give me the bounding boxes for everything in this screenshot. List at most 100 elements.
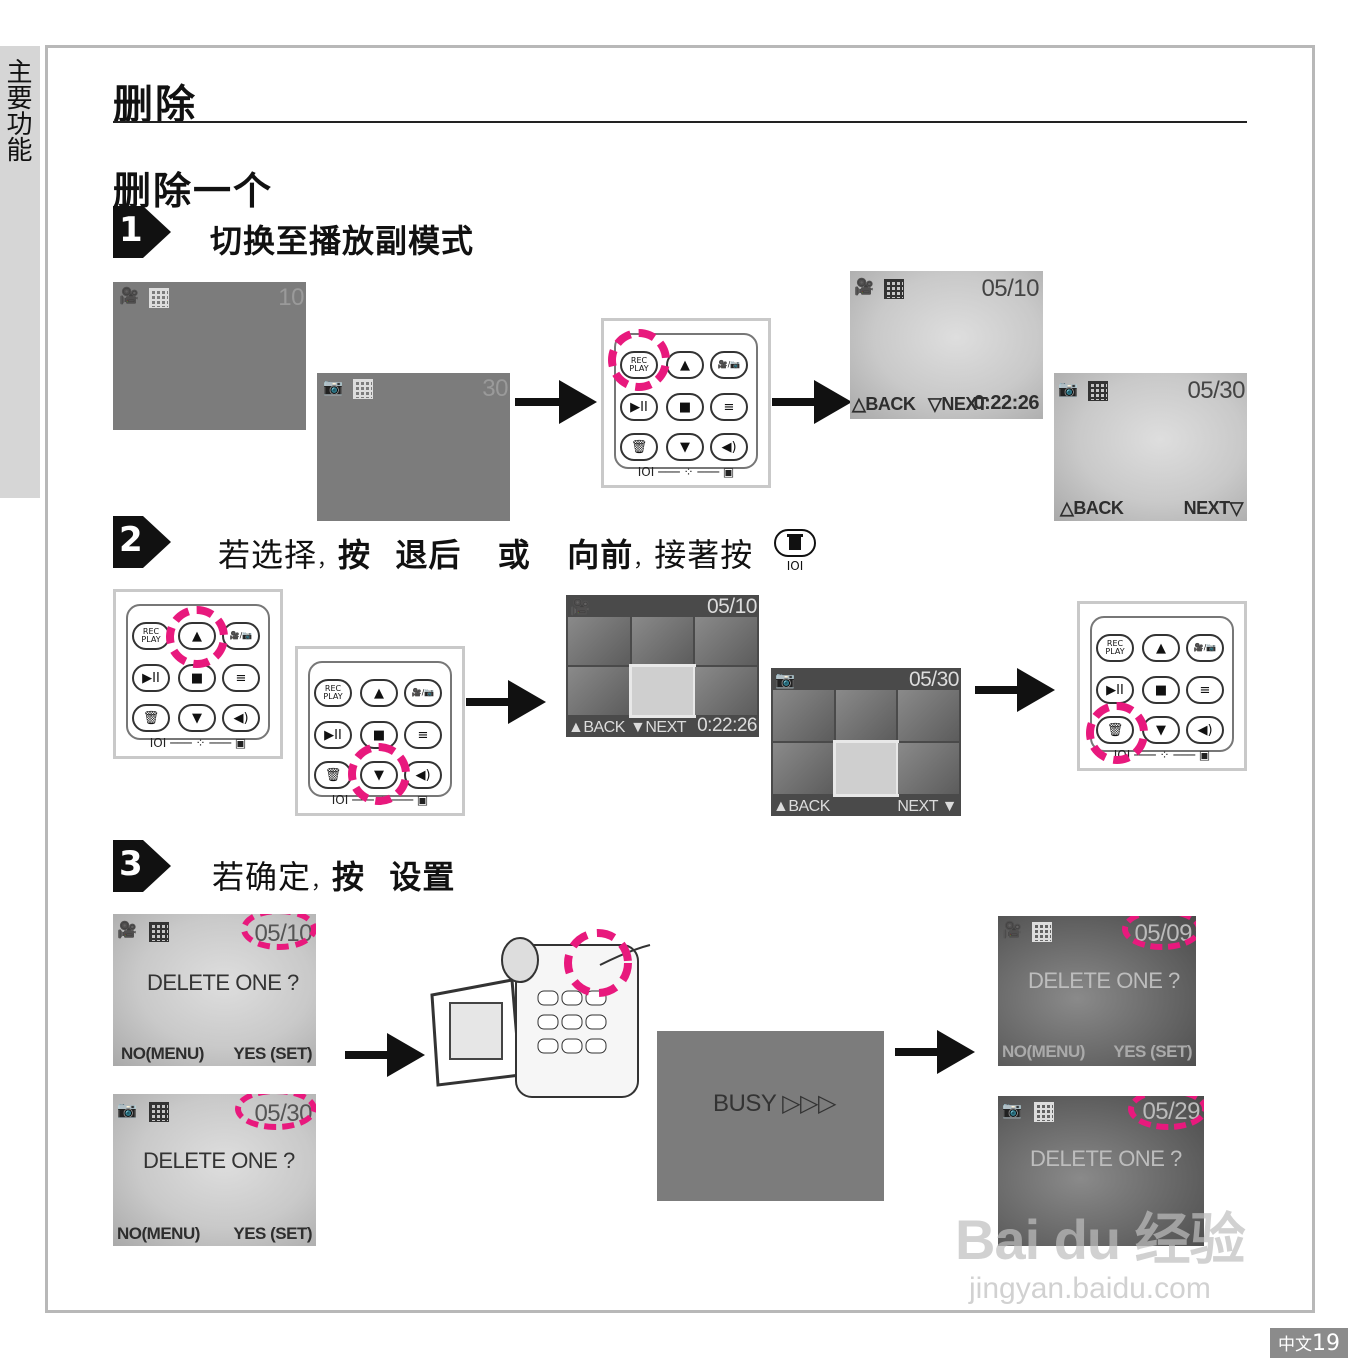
grid-icon: [149, 922, 169, 942]
play-pause-button[interactable]: ▶II: [1096, 676, 1134, 704]
next-label: NEXT▽: [1183, 498, 1244, 518]
menu-button[interactable]: ≡: [404, 721, 442, 749]
menu-button[interactable]: ≡: [1186, 676, 1224, 704]
photo-camera-icon: 📷: [117, 1100, 137, 1119]
trash-icon: 🗑: [630, 439, 648, 455]
thumbnail-grid: [568, 617, 757, 718]
thumbnail-selected[interactable]: [628, 664, 697, 718]
panel-footer: IOI ─── ⁘ ─── ▣: [637, 465, 735, 479]
arrow-right-icon: [466, 680, 546, 724]
back-label: ▲BACK: [568, 719, 625, 736]
side-tab-label: 主要功能: [2, 58, 32, 162]
delete-prompt: DELETE ONE ?: [147, 970, 299, 995]
volume-button[interactable]: ◀): [710, 433, 748, 461]
delete-prompt: DELETE ONE ?: [143, 1148, 295, 1173]
volume-button[interactable]: ◀): [222, 704, 260, 732]
video-camera-icon: 🎥: [119, 286, 139, 305]
thumbnail[interactable]: [695, 667, 757, 715]
photo-count-screen: 📷 30: [317, 373, 510, 521]
arrow-right-icon: [515, 380, 597, 424]
yes-set-option[interactable]: YES (SET): [233, 1224, 312, 1243]
trash-icon: 🗑: [142, 710, 160, 726]
highlight-ring: [166, 606, 228, 668]
trash-button[interactable]: 🗑: [132, 704, 170, 732]
thumbnail[interactable]: [631, 617, 694, 665]
highlight-ring: [1122, 916, 1196, 950]
no-menu-option[interactable]: NO(MENU): [121, 1044, 204, 1063]
grid-icon: [884, 279, 904, 299]
thumbnail[interactable]: [773, 690, 834, 741]
photo-delete-confirm-screen: 📷 05/30 DELETE ONE ? NO(MENU) YES (SET): [113, 1094, 316, 1246]
mode-button[interactable]: 🎥/📷: [222, 622, 260, 650]
video-camera-icon: 🎥: [854, 277, 874, 296]
yes-set-option[interactable]: YES (SET): [233, 1044, 312, 1063]
menu-button[interactable]: ≡: [710, 393, 748, 421]
thumbnail[interactable]: [695, 617, 757, 665]
step-2-badge: 2: [113, 516, 171, 568]
grid-icon: [149, 288, 169, 308]
thumbnail[interactable]: [898, 690, 959, 741]
thumbnail[interactable]: [835, 690, 897, 741]
mode-button[interactable]: 🎥/📷: [710, 351, 748, 379]
yes-set-option[interactable]: YES (SET): [1113, 1042, 1192, 1061]
up-button[interactable]: ▲: [360, 679, 398, 707]
thumbnail[interactable]: [568, 617, 630, 665]
busy-screen: BUSY ▷▷▷: [657, 1031, 884, 1201]
thumbnail-selected[interactable]: [832, 740, 900, 797]
next-label: ▽NEXT: [928, 394, 988, 414]
no-menu-option[interactable]: NO(MENU): [117, 1224, 200, 1243]
arrow-right-icon: [345, 1033, 425, 1077]
step-1-text: 切换至播放副模式: [210, 222, 475, 260]
up-button[interactable]: ▲: [666, 351, 704, 379]
trash-button[interactable]: 🗑: [314, 761, 352, 789]
no-menu-option[interactable]: NO(MENU): [1002, 1042, 1085, 1061]
photo-camera-icon: 📷: [1002, 1100, 1022, 1119]
menu-button[interactable]: ≡: [222, 664, 260, 692]
back-label: △BACK: [852, 394, 916, 414]
grid-icon: [1088, 381, 1108, 401]
step-2-text: 若选择，按 退后 或 向前，接著按: [218, 536, 754, 574]
volume-button[interactable]: ◀): [1186, 716, 1224, 744]
photo-camera-icon: 📷: [775, 670, 795, 689]
up-button[interactable]: ▲: [1142, 634, 1180, 662]
thumbnail[interactable]: [568, 667, 630, 715]
stop-button[interactable]: ■: [1142, 676, 1180, 704]
play-pause-button[interactable]: ▶II: [620, 393, 658, 421]
thumbnail[interactable]: [773, 743, 834, 794]
baidu-watermark: Bai du 经验 jingyan.baidu.com: [955, 1208, 1246, 1305]
mode-button[interactable]: 🎥/📷: [404, 679, 442, 707]
stop-button[interactable]: ■: [178, 664, 216, 692]
step-3-badge: 3: [113, 840, 171, 892]
grid-icon: [1032, 922, 1052, 942]
stop-button[interactable]: ■: [666, 393, 704, 421]
mode-button[interactable]: 🎥/📷: [1186, 634, 1224, 662]
video-playback-count: 05/10: [981, 275, 1039, 302]
arrow-right-icon: [895, 1030, 975, 1074]
play-pause-button[interactable]: ▶II: [314, 721, 352, 749]
down-button[interactable]: ▼: [666, 433, 704, 461]
down-button[interactable]: ▼: [178, 704, 216, 732]
photo-playback-screen: 📷 05/30 △BACK NEXT▽: [1054, 373, 1247, 521]
highlight-ring: [235, 1094, 316, 1130]
time-label: 0:22:26: [973, 392, 1040, 414]
video-count-screen: 🎥 10: [113, 282, 306, 430]
back-label: ▲BACK: [773, 798, 830, 815]
highlight-ring: [608, 329, 670, 391]
highlight-ring: [241, 914, 316, 950]
camcorder-illustration: [430, 925, 660, 1100]
trash-button[interactable]: 🗑: [620, 433, 658, 461]
thumbnail[interactable]: [898, 743, 959, 794]
busy-label: BUSY ▷▷▷: [713, 1090, 836, 1117]
thumbnail-grid: [773, 690, 959, 797]
page-title: 删除: [113, 82, 197, 128]
photo-camera-icon: 📷: [323, 377, 343, 396]
page-number: 中文19: [1270, 1328, 1348, 1358]
highlight-ring: [348, 743, 410, 805]
play-pause-button[interactable]: ▶II: [132, 664, 170, 692]
